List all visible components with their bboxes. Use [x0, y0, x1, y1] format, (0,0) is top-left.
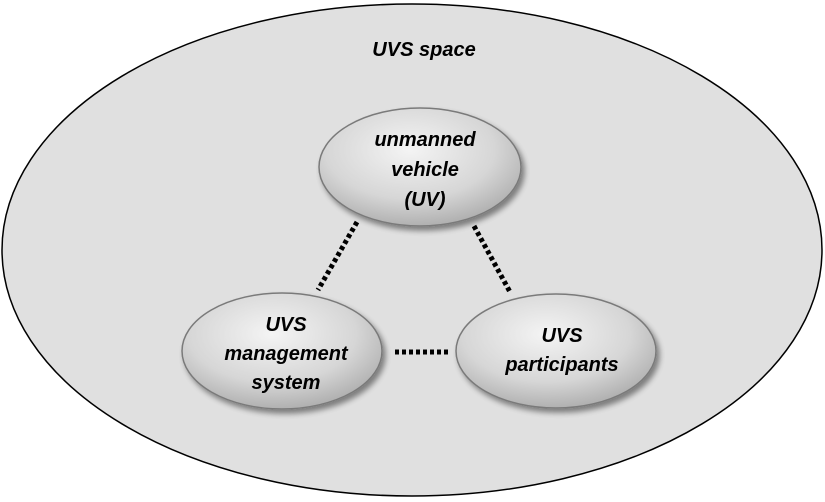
- node-unmanned-vehicle-line-1: unmanned: [374, 129, 476, 151]
- node-uvs-participants: [455, 293, 657, 409]
- uvs-space-ellipse: [1, 3, 823, 497]
- node-unmanned-vehicle-line-3: (UV): [404, 189, 445, 211]
- node-uvs-management-system-line-2: management: [224, 343, 349, 365]
- node-uvs-management-system-line-3: system: [252, 372, 321, 394]
- node-uvs-management-system: [181, 292, 383, 410]
- uvs-space-title: UVS space: [372, 39, 475, 61]
- connector-uv-participants: [471, 224, 513, 294]
- node-uvs-participants-line-1: UVS: [541, 325, 583, 347]
- node-uvs-management-system-line-1: UVS: [265, 314, 307, 336]
- connector-uv-management: [315, 220, 360, 292]
- node-unmanned-vehicle: [318, 107, 522, 227]
- node-uvs-participants-line-2: participants: [504, 354, 618, 376]
- node-unmanned-vehicle-line-2: vehicle: [391, 159, 459, 181]
